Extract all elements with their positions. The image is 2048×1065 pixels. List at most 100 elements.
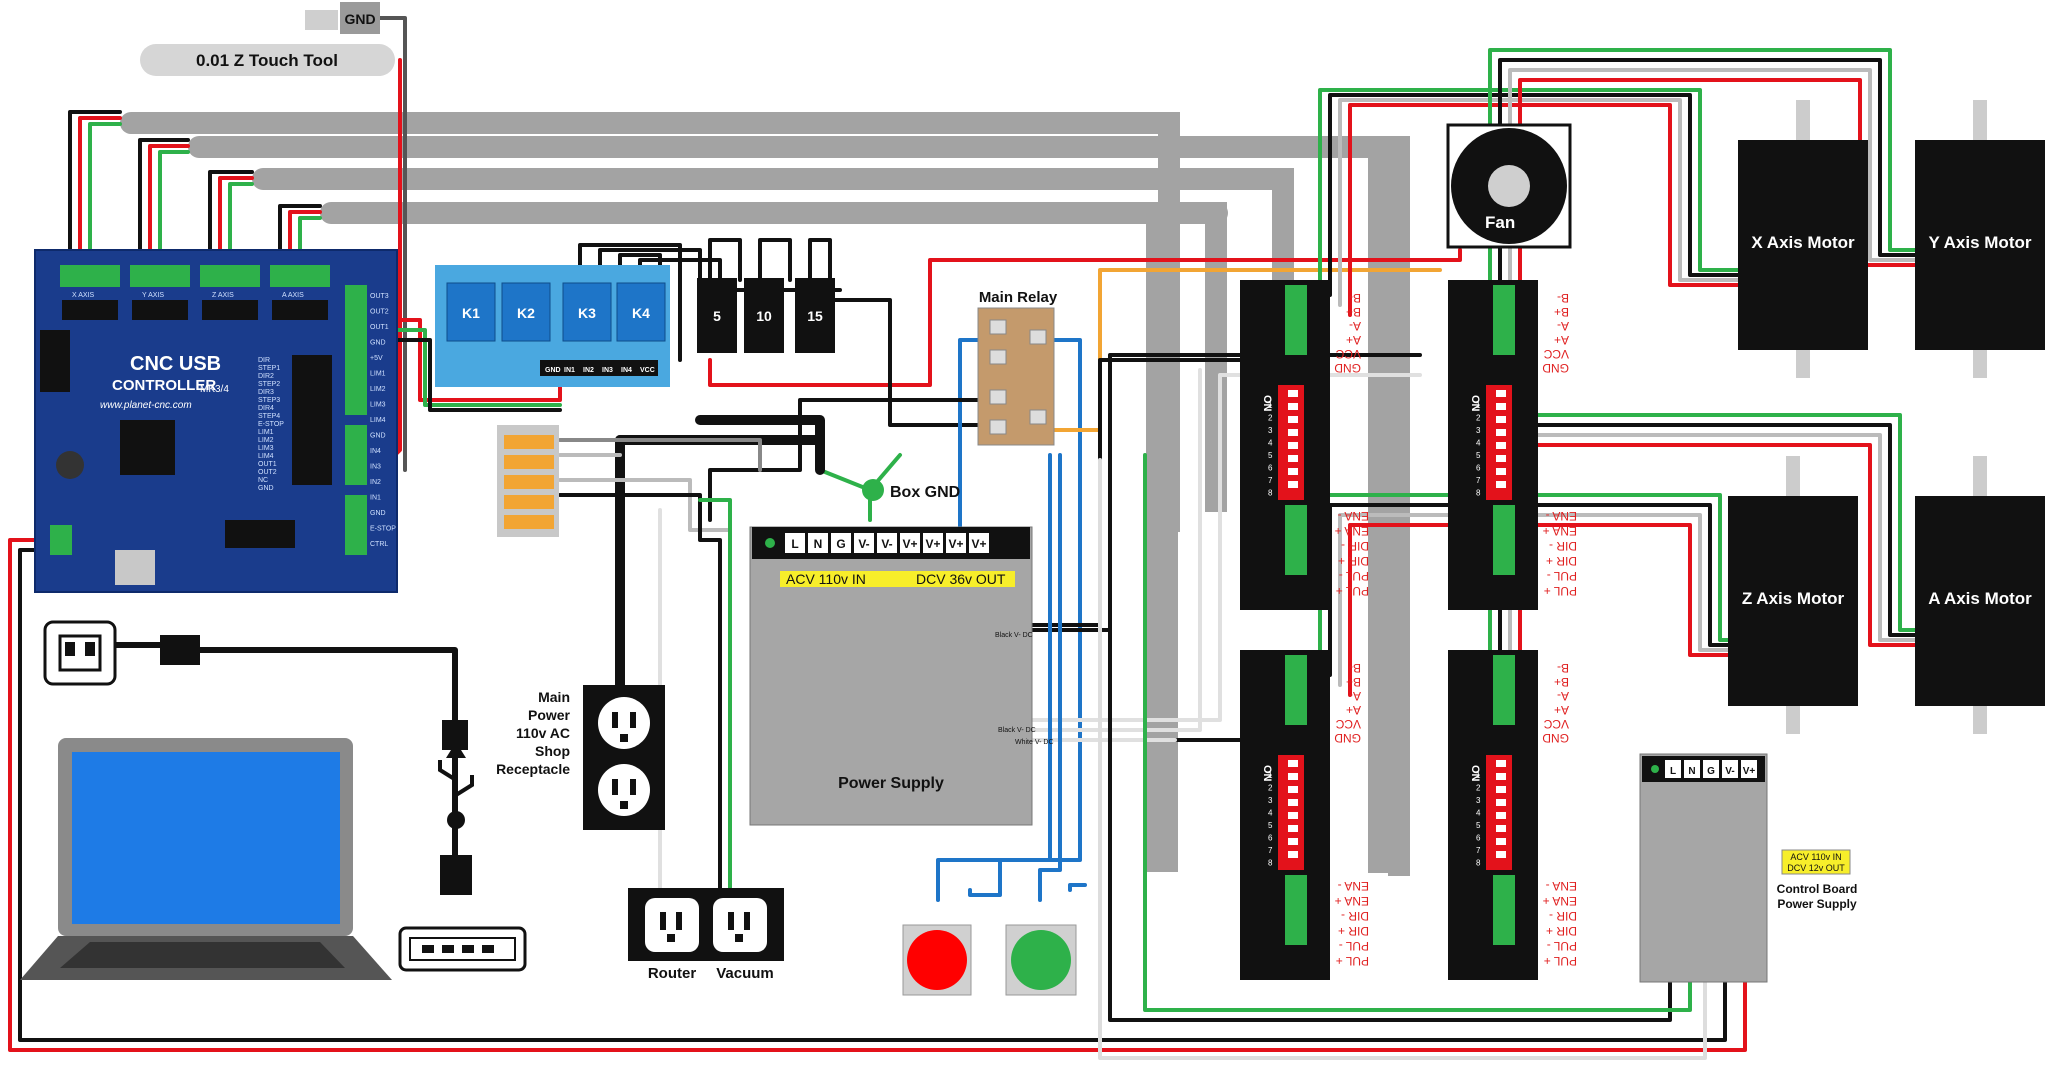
driver-bottom-pin-label: DIR + <box>1338 924 1369 938</box>
driver-top-pin-label: A+ <box>1554 333 1569 347</box>
driver-bottom-pin-label: ENA - <box>1546 879 1577 893</box>
relay-k3: K3 <box>562 282 612 342</box>
driver-top-pin-label: GND <box>1542 731 1569 745</box>
driver-switch-number: 2 <box>1268 784 1273 793</box>
ps-terminal: G <box>836 537 845 551</box>
controller-side-label: GND <box>370 510 386 517</box>
relay-k2: K2 <box>501 282 551 342</box>
driver-bottom-pin-label: PUL + <box>1336 584 1369 598</box>
main-receptacle-icon <box>583 685 665 830</box>
controller-pin-label: LIM4 <box>258 453 274 460</box>
controller-pin-label: OUT2 <box>258 469 277 476</box>
cps-terminal: V+ <box>1743 766 1756 777</box>
controller-side-label: OUT2 <box>370 309 389 316</box>
controller-pin-label: STEP2 <box>258 381 280 388</box>
driver-switch-number: 5 <box>1268 821 1273 830</box>
main-relay: Main Relay <box>977 289 1058 446</box>
driver-top-pin-label: A+ <box>1554 703 1569 717</box>
controller-pin-label: DIR3 <box>258 389 274 396</box>
ps-terminal: V+ <box>971 537 986 551</box>
start-button[interactable] <box>1005 924 1077 996</box>
laptop-icon <box>20 738 392 980</box>
driver-top-pin-label: GND <box>1334 361 1361 375</box>
driver-bottom-pin-label: DIR + <box>1546 924 1577 938</box>
driver-switch-number: 3 <box>1476 796 1481 805</box>
relay-pin-label: IN4 <box>621 367 632 374</box>
svg-text:110v AC: 110v AC <box>516 725 570 741</box>
controller-side-label: LIM2 <box>370 386 386 393</box>
controller-pin-label: STEP1 <box>258 365 280 372</box>
controller-side-label: E-STOP <box>370 526 396 533</box>
ps-terminal: N <box>814 537 823 551</box>
controller-side-label: LIM3 <box>370 402 386 409</box>
relay-label: K4 <box>632 305 650 321</box>
driver-top-pin-label: A+ <box>1346 333 1361 347</box>
fuse-15: 15 <box>795 278 835 353</box>
driver-switch-label: ON <box>1469 395 1481 412</box>
gnd-clip-icon <box>305 10 338 30</box>
ps-terminal: V+ <box>902 537 917 551</box>
relay-pin-label: IN2 <box>583 367 594 374</box>
controller-side-label: IN3 <box>370 464 381 471</box>
driver-top-pin-label: A- <box>1349 689 1361 703</box>
driver-bottom-pin-label: DIR + <box>1546 554 1577 568</box>
driver-switch-number: 7 <box>1476 476 1481 485</box>
driver-bottom-pin-label: ENA + <box>1543 524 1577 538</box>
driver-switch-number: 6 <box>1476 834 1481 843</box>
controller-pin-label: GND <box>258 485 274 492</box>
relay-k4: K4 <box>616 282 666 342</box>
controller-pin-label: STEP4 <box>258 413 280 420</box>
ps-wire-note-3: White V- DC <box>1015 739 1054 746</box>
driver-switch-number: 6 <box>1268 834 1273 843</box>
fuse-label: 10 <box>756 308 772 324</box>
driver-bottom-pin-label: DIR - <box>1341 539 1369 553</box>
vacuum-label: Vacuum <box>716 965 774 982</box>
driver-switch-number: 7 <box>1268 846 1273 855</box>
driver-switch-number: 4 <box>1476 439 1481 448</box>
driver-bottom-pin-label: DIR + <box>1338 554 1369 568</box>
motor-label: X Axis Motor <box>1751 233 1855 252</box>
driver-switch-number: 1 <box>1476 771 1481 780</box>
fuse-10: 10 <box>744 278 784 353</box>
ps-label: Power Supply <box>838 775 944 792</box>
controller-pin-label: LIM1 <box>258 429 274 436</box>
driver-switch-number: 3 <box>1268 796 1273 805</box>
controller-url: www.planet-cnc.com <box>100 400 192 411</box>
cps-label-2: Power Supply <box>1777 897 1857 911</box>
main-power-label: Main Power 110v AC Shop Receptacle <box>496 689 570 777</box>
driver-switch-number: 8 <box>1476 489 1481 498</box>
controller-pin-label: DIR2 <box>258 373 274 380</box>
driver-bottom-pin-label: PUL - <box>1547 569 1577 583</box>
driver-switch-number: 5 <box>1476 451 1481 460</box>
svg-text:Power: Power <box>528 707 571 723</box>
driver-bottom-pin-label: ENA + <box>1335 894 1369 908</box>
driver-top-pin-label: A- <box>1557 319 1569 333</box>
axis-terminal-blocks <box>60 265 330 287</box>
usb-b-port-icon <box>115 550 155 585</box>
svg-text:Shop: Shop <box>535 743 570 759</box>
driver-switch-number: 6 <box>1476 464 1481 473</box>
driver-switch-label: ON <box>1261 395 1273 412</box>
cps-ac-label: ACV 110v IN <box>1790 852 1841 862</box>
driver-switch-number: 6 <box>1268 464 1273 473</box>
fuse-label: 15 <box>807 308 823 324</box>
controller-side-label: IN1 <box>370 495 381 502</box>
cnc-usb-controller: CNC USB CONTROLLER MK3/4 www.planet-cnc.… <box>34 249 398 593</box>
driver-top-pin-label: VCC <box>1335 347 1361 361</box>
driver-bottom-pin-label: PUL + <box>1544 954 1577 968</box>
controller-title-2: CONTROLLER <box>112 377 216 394</box>
controller-side-labels: OUT3OUT2OUT1GND+5VLIM1LIM2LIM3LIM4GNDIN4… <box>370 293 396 548</box>
driver-bottom-pin-label: PUL + <box>1336 954 1369 968</box>
cps-label-1: Control Board <box>1777 882 1858 896</box>
ps-dc-label: DCV 36v OUT <box>916 571 1006 587</box>
driver-switch-number: 4 <box>1476 809 1481 818</box>
driver-bottom-pin-label: ENA - <box>1338 509 1369 523</box>
cps-terminal: N <box>1688 766 1695 777</box>
fuse-5: 5 <box>697 278 737 353</box>
controller-side-label: IN4 <box>370 448 381 455</box>
stop-button[interactable] <box>902 924 972 996</box>
